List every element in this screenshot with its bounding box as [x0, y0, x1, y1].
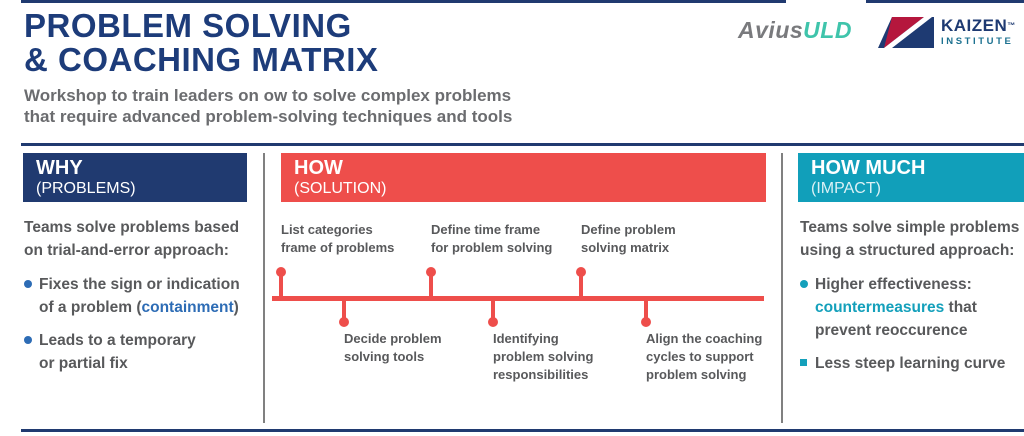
avius-uld-logo-text: AviusULD: [738, 17, 852, 44]
header-divider-rule: [21, 143, 1024, 146]
how-header-box: HOW (SOLUTION): [281, 153, 766, 202]
why-bullet-1-post: ): [233, 299, 239, 316]
why-bullet-1-pre: of a problem (: [39, 299, 142, 316]
timeline-label-line: Define problem: [581, 222, 676, 237]
why-bullet-list: Fixes the sign or indication of a proble…: [24, 273, 256, 375]
bullet-dot-icon: [24, 336, 32, 344]
why-bullet-1-line1: Fixes the sign or indication: [39, 276, 240, 293]
timeline-top-label-2: Define time frame for problem solving: [431, 221, 552, 257]
how-much-subheader: (IMPACT): [811, 180, 881, 197]
page-title-line1: PROBLEM SOLVING: [24, 7, 352, 44]
bullet-square-icon: [800, 359, 807, 366]
why-bullet-1-line2: of a problem (containment): [39, 296, 256, 319]
page-subtitle-line1: Workshop to train leaders on ow to solve…: [24, 86, 512, 105]
top-rule: [21, 0, 1024, 3]
why-bullet-2-line2: or partial fix: [39, 355, 128, 372]
timeline-label-line: cycles to support: [646, 349, 754, 364]
timeline-label-line: responsibilities: [493, 367, 589, 382]
countermeasures-highlight: countermeasures: [815, 299, 945, 316]
why-column-body: Teams solve problems based on trial-and-…: [24, 216, 256, 385]
timeline-dot-icon: [488, 317, 498, 327]
kaizen-wordmark: KAIZEN: [941, 16, 1008, 35]
timeline-label-line: frame of problems: [281, 240, 395, 255]
timeline-label-line: solving tools: [344, 349, 425, 364]
timeline-label-line: problem solving: [646, 367, 747, 382]
how-much-intro-line1: Teams solve simple problems: [800, 219, 1020, 236]
how-much-bullet-2-text: Less steep learning curve: [815, 355, 1006, 372]
timeline-stem: [279, 272, 283, 296]
timeline-stem: [579, 272, 583, 296]
how-much-intro-line2: using a structured approach:: [800, 242, 1015, 259]
timeline-label-line: Define time frame: [431, 222, 541, 237]
containment-highlight: containment: [141, 299, 234, 316]
why-subheader: (PROBLEMS): [36, 180, 136, 197]
how-much-header-box: HOW MUCH (IMPACT): [798, 153, 1024, 202]
how-much-bullet-list: Higher effectiveness: countermeasures th…: [800, 273, 1020, 375]
timeline-label-line: Decide problem: [344, 331, 442, 346]
column-divider-2: [781, 153, 783, 423]
timeline-stem: [644, 299, 648, 319]
page-subtitle-line2: that require advanced problem-solving te…: [24, 107, 513, 126]
timeline-dot-icon: [339, 317, 349, 327]
timeline-bottom-label-2: Identifying problem solving responsibili…: [493, 330, 593, 384]
why-bullet-2: Leads to a temporary or partial fix: [24, 329, 256, 375]
avius-logo-teal-text: ULD: [803, 16, 852, 43]
timeline-label-line: problem solving: [493, 349, 594, 364]
timeline-stem: [342, 299, 346, 319]
how-subheader: (SOLUTION): [294, 180, 387, 197]
how-much-header: HOW MUCH: [811, 157, 926, 179]
timeline-top-label-1: List categories frame of problems: [281, 221, 394, 257]
why-header: WHY: [36, 157, 83, 179]
timeline-stem: [491, 299, 495, 319]
timeline-dot-icon: [641, 317, 651, 327]
how-much-bullet-1-line3: prevent reoccurence: [815, 322, 968, 339]
bottom-rule: [21, 429, 1024, 432]
page-title: PROBLEM SOLVING & COACHING MATRIX: [24, 9, 378, 77]
how-much-bullet-1-line1: Higher effectiveness:: [815, 276, 972, 293]
timeline-label-line: solving matrix: [581, 240, 670, 255]
timeline-bottom-label-3: Align the coaching cycles to support pro…: [646, 330, 762, 384]
why-intro-line1: Teams solve problems based: [24, 219, 240, 236]
avius-uld-logo: AviusULD: [728, 8, 862, 52]
timeline-bottom-label-1: Decide problem solving tools: [344, 330, 442, 366]
how-much-intro: Teams solve simple problems using a stru…: [800, 216, 1020, 262]
timeline-axis: [272, 296, 764, 301]
timeline-label-line: for problem solving: [431, 240, 553, 255]
why-intro-line2: on trial-and-error approach:: [24, 242, 229, 259]
why-bullet-2-line1: Leads to a temporary: [39, 332, 196, 349]
why-bullet-1: Fixes the sign or indication of a proble…: [24, 273, 256, 319]
avius-logo-gray-text: Avius: [738, 16, 804, 43]
bullet-dot-icon: [800, 280, 808, 288]
kaizen-institute-logo: KAIZEN™ INSTITUTE: [874, 17, 1016, 48]
kaizen-logo-name: KAIZEN™: [941, 17, 1016, 34]
kaizen-logo-institute: INSTITUTE: [941, 36, 1014, 47]
how-much-bullet-1-post: that: [944, 299, 977, 316]
timeline-label-line: Identifying: [493, 331, 559, 346]
page-subtitle: Workshop to train leaders on ow to solve…: [24, 85, 512, 127]
column-divider-1: [263, 153, 265, 423]
kaizen-flag-icon: [878, 17, 934, 48]
how-much-bullet-2: Less steep learning curve: [800, 352, 1020, 375]
how-much-bullet-1: Higher effectiveness: countermeasures th…: [800, 273, 1020, 342]
how-much-bullet-1-line2: countermeasures that: [815, 296, 1020, 319]
why-header-box: WHY (PROBLEMS): [23, 153, 247, 202]
how-header: HOW: [294, 157, 343, 179]
timeline-label-line: Align the coaching: [646, 331, 763, 346]
timeline-label-line: List categories: [281, 222, 373, 237]
timeline-stem: [429, 272, 433, 296]
page-title-line2: & COACHING MATRIX: [24, 41, 379, 78]
why-intro: Teams solve problems based on trial-and-…: [24, 216, 256, 262]
kaizen-trademark: ™: [1007, 21, 1016, 30]
how-much-column-body: Teams solve simple problems using a stru…: [800, 216, 1020, 385]
timeline-top-label-3: Define problem solving matrix: [581, 221, 676, 257]
bullet-dot-icon: [24, 280, 32, 288]
kaizen-logo-text: KAIZEN™ INSTITUTE: [941, 17, 1016, 48]
